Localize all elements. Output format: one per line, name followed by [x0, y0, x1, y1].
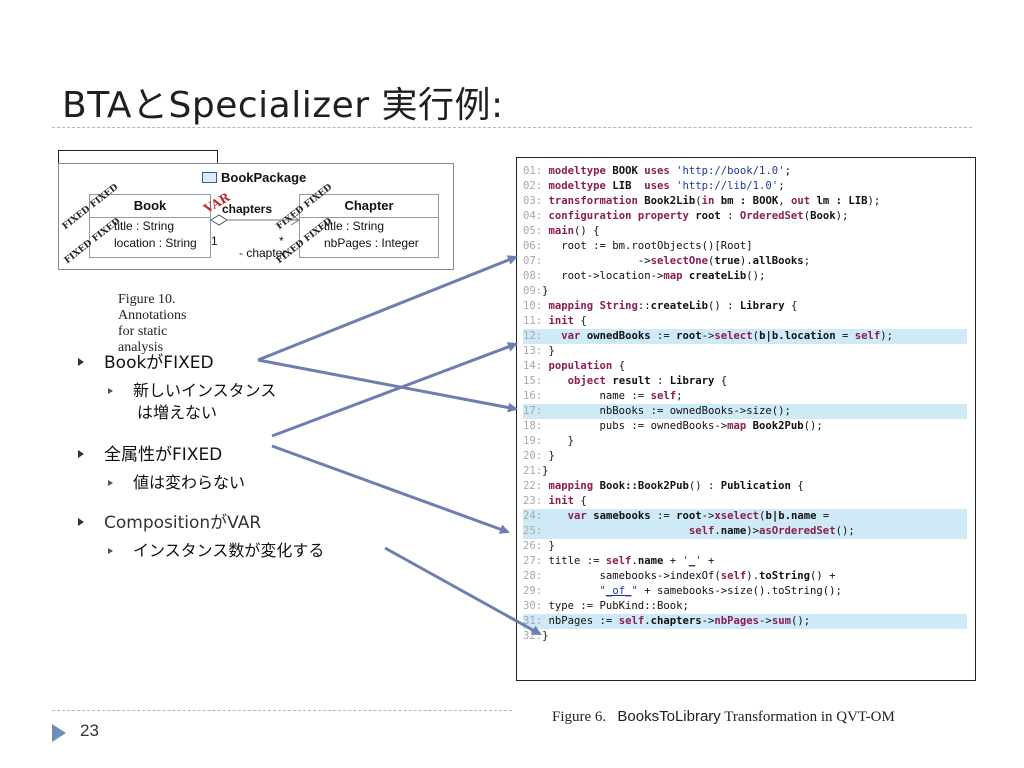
package-label: BookPackage — [202, 170, 306, 185]
role-name: chapters — [222, 202, 273, 216]
code-line: 27: title := self.name + '_' + — [523, 555, 715, 567]
code-line-highlighted: 24: var samebooks := root->xselect(b|b.n… — [523, 509, 967, 524]
multiplicity-many: * — [279, 234, 284, 248]
code-line: 11: init { — [523, 315, 587, 327]
code-line: 03: transformation Book2Lib(in bm : BOOK… — [523, 195, 881, 207]
uml-package-frame: BookPackage Book title : String location… — [58, 163, 454, 270]
footer-divider — [52, 710, 512, 711]
arrow-composition-to-line31 — [384, 546, 542, 636]
bullet-marker-icon — [78, 358, 84, 366]
figure10-caption: Figure 10. Annotations for static analys… — [118, 292, 187, 355]
code-line: 29: "_of_" + samebooks->size().toString(… — [523, 585, 842, 597]
code-line-highlighted: 12: var ownedBooks := root->select(b|b.l… — [523, 329, 967, 344]
code-line: 05: main() { — [523, 225, 600, 237]
chapter-class: Chapter title : String nbPages : Integer — [299, 194, 439, 258]
subbullet-instance-count-changes: インスタンス数が変化する — [108, 540, 324, 562]
code-line-highlighted: 25: self.name)>asOrderedSet(); — [523, 524, 967, 539]
subbullet-marker-icon — [108, 548, 113, 554]
code-line: 13: } — [523, 345, 555, 357]
arrow-book-fixed-to-line7 — [257, 255, 518, 362]
code-line: 22: mapping Book::Book2Pub() : Publicati… — [523, 480, 804, 492]
code-line: 01: modeltype BOOK uses 'http://book/1.0… — [523, 165, 791, 177]
code-line: 20: } — [523, 450, 555, 462]
code-line: 14: population { — [523, 360, 626, 372]
code-line-highlighted: 17: nbBooks := ownedBooks->size(); — [523, 404, 967, 419]
subbullet-values-unchanged: 値は変わらない — [108, 472, 245, 494]
code-line: 09:} — [523, 285, 549, 297]
code-line: 10: mapping String::createLib() : Librar… — [523, 300, 798, 312]
bullet-all-attributes-fixed: 全属性がFIXED — [78, 440, 222, 465]
code-line: 08: root->location->map createLib(); — [523, 270, 766, 282]
code-line-highlighted: 31: nbPages := self.chapters->nbPages->s… — [523, 614, 967, 629]
bullet-marker-icon — [78, 450, 84, 458]
arrow-book-fixed-to-line16 — [257, 358, 518, 413]
code-line: 18: pubs := ownedBooks->map Book2Pub(); — [523, 420, 823, 432]
bullet-composition-var: CompositionがVAR — [78, 508, 261, 533]
slide-title: BTAとSpecializer 実行例: — [62, 85, 504, 126]
code-line: 04: configuration property root : Ordere… — [523, 210, 849, 222]
subbullet-new-instances: 新しいインスタンスは増えない — [108, 380, 276, 424]
title-divider — [52, 127, 972, 128]
chapter-class-name: Chapter — [300, 195, 438, 218]
qvt-code-listing: 01: modeltype BOOK uses 'http://book/1.0… — [516, 157, 976, 681]
association-end-label: - chapter — [239, 246, 287, 260]
book-attr-title: title : String — [114, 219, 175, 233]
code-line: 26: } — [523, 540, 555, 552]
book-class: Book title : String location : String — [89, 194, 211, 258]
code-line: 07: ->selectOne(true).allBooks; — [523, 255, 811, 267]
arrow-attrs-fixed-to-line24 — [271, 444, 510, 534]
figure6-caption: Figure 6. BooksToLibrary Transformation … — [552, 708, 895, 725]
arrow-attrs-fixed-to-line12 — [271, 342, 518, 438]
bullet-marker-icon — [78, 518, 84, 526]
page-marker-icon — [52, 724, 66, 742]
composition-association — [210, 214, 300, 226]
chapter-attr-title: title : String — [324, 219, 385, 233]
code-line: 21:} — [523, 465, 549, 477]
code-line: 28: samebooks->indexOf(self).toString() … — [523, 570, 836, 582]
code-line: 02: modeltype LIB uses 'http://lib/1.0'; — [523, 180, 785, 192]
arrow-group — [257, 255, 542, 636]
subbullet-marker-icon — [108, 480, 113, 486]
code-line: 15: object result : Library { — [523, 375, 728, 387]
book-class-name: Book — [90, 195, 210, 218]
page-number: 23 — [80, 721, 99, 740]
code-line: 16: name := self; — [523, 390, 683, 402]
code-line: 06: root := bm.rootObjects()[Root] — [523, 240, 753, 252]
code-line: 30: type := PubKind::Book; — [523, 600, 689, 612]
multiplicity-one: 1 — [211, 234, 218, 248]
subbullet-marker-icon — [108, 388, 113, 394]
code-line: 19: } — [523, 435, 575, 447]
chapter-attr-nbpages: nbPages : Integer — [324, 236, 419, 250]
book-attr-location: location : String — [114, 236, 197, 250]
code-line: 23: init { — [523, 495, 587, 507]
bullet-book-fixed: BookがFIXED — [78, 348, 214, 373]
package-icon — [202, 172, 217, 183]
